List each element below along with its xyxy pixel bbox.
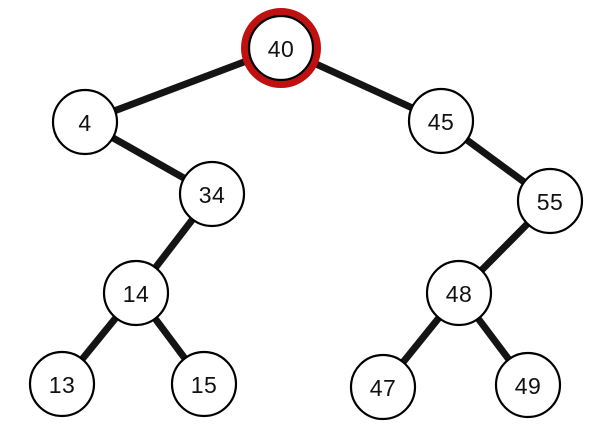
tree-edge xyxy=(78,314,120,363)
tree-node-45[interactable]: 45 xyxy=(407,87,475,155)
node-label: 55 xyxy=(537,189,564,215)
node-circle[interactable] xyxy=(178,160,246,228)
tree-node-15[interactable]: 15 xyxy=(170,350,238,418)
edges-layer xyxy=(78,57,531,366)
tree-node-49[interactable]: 49 xyxy=(494,351,562,419)
node-circle[interactable] xyxy=(102,259,170,327)
node-label: 40 xyxy=(268,36,295,62)
node-highlight-ring xyxy=(241,8,321,88)
node-circle[interactable] xyxy=(516,167,584,235)
nodes-layer: 40 4 45 34 55 14 48 13 15 47 49 xyxy=(28,8,584,421)
tree-edge xyxy=(152,216,196,271)
tree-node-40[interactable]: 40 xyxy=(241,8,321,88)
tree-edge xyxy=(478,220,531,274)
node-circle[interactable] xyxy=(51,88,119,156)
node-label: 48 xyxy=(446,281,473,307)
tree-edge xyxy=(110,134,187,182)
node-circle[interactable] xyxy=(407,87,475,155)
node-label: 14 xyxy=(123,281,150,307)
tree-edge xyxy=(399,314,443,366)
node-label: 45 xyxy=(428,109,455,135)
tree-node-4[interactable]: 4 xyxy=(51,88,119,156)
node-circle[interactable] xyxy=(349,353,417,421)
node-circle[interactable] xyxy=(28,350,96,418)
tree-node-48[interactable]: 48 xyxy=(425,259,493,327)
tree-node-47[interactable]: 47 xyxy=(349,353,417,421)
node-label: 15 xyxy=(191,372,218,398)
tree-edge xyxy=(112,57,250,115)
node-circle[interactable] xyxy=(170,350,238,418)
tree-node-13[interactable]: 13 xyxy=(28,350,96,418)
tree-node-55[interactable]: 55 xyxy=(516,167,584,235)
node-circle[interactable] xyxy=(247,14,315,82)
node-label: 13 xyxy=(49,372,76,398)
node-label: 4 xyxy=(78,110,91,136)
tree-node-34[interactable]: 34 xyxy=(178,160,246,228)
tree-edge xyxy=(474,315,513,363)
node-label: 49 xyxy=(515,373,542,399)
node-label: 34 xyxy=(199,182,226,208)
tree-node-14[interactable]: 14 xyxy=(102,259,170,327)
node-circle[interactable] xyxy=(425,259,493,327)
tree-edge xyxy=(151,315,189,362)
tree-edge xyxy=(311,59,415,112)
node-circle[interactable] xyxy=(494,351,562,419)
node-label: 47 xyxy=(370,375,397,401)
tree-edge xyxy=(463,136,528,186)
